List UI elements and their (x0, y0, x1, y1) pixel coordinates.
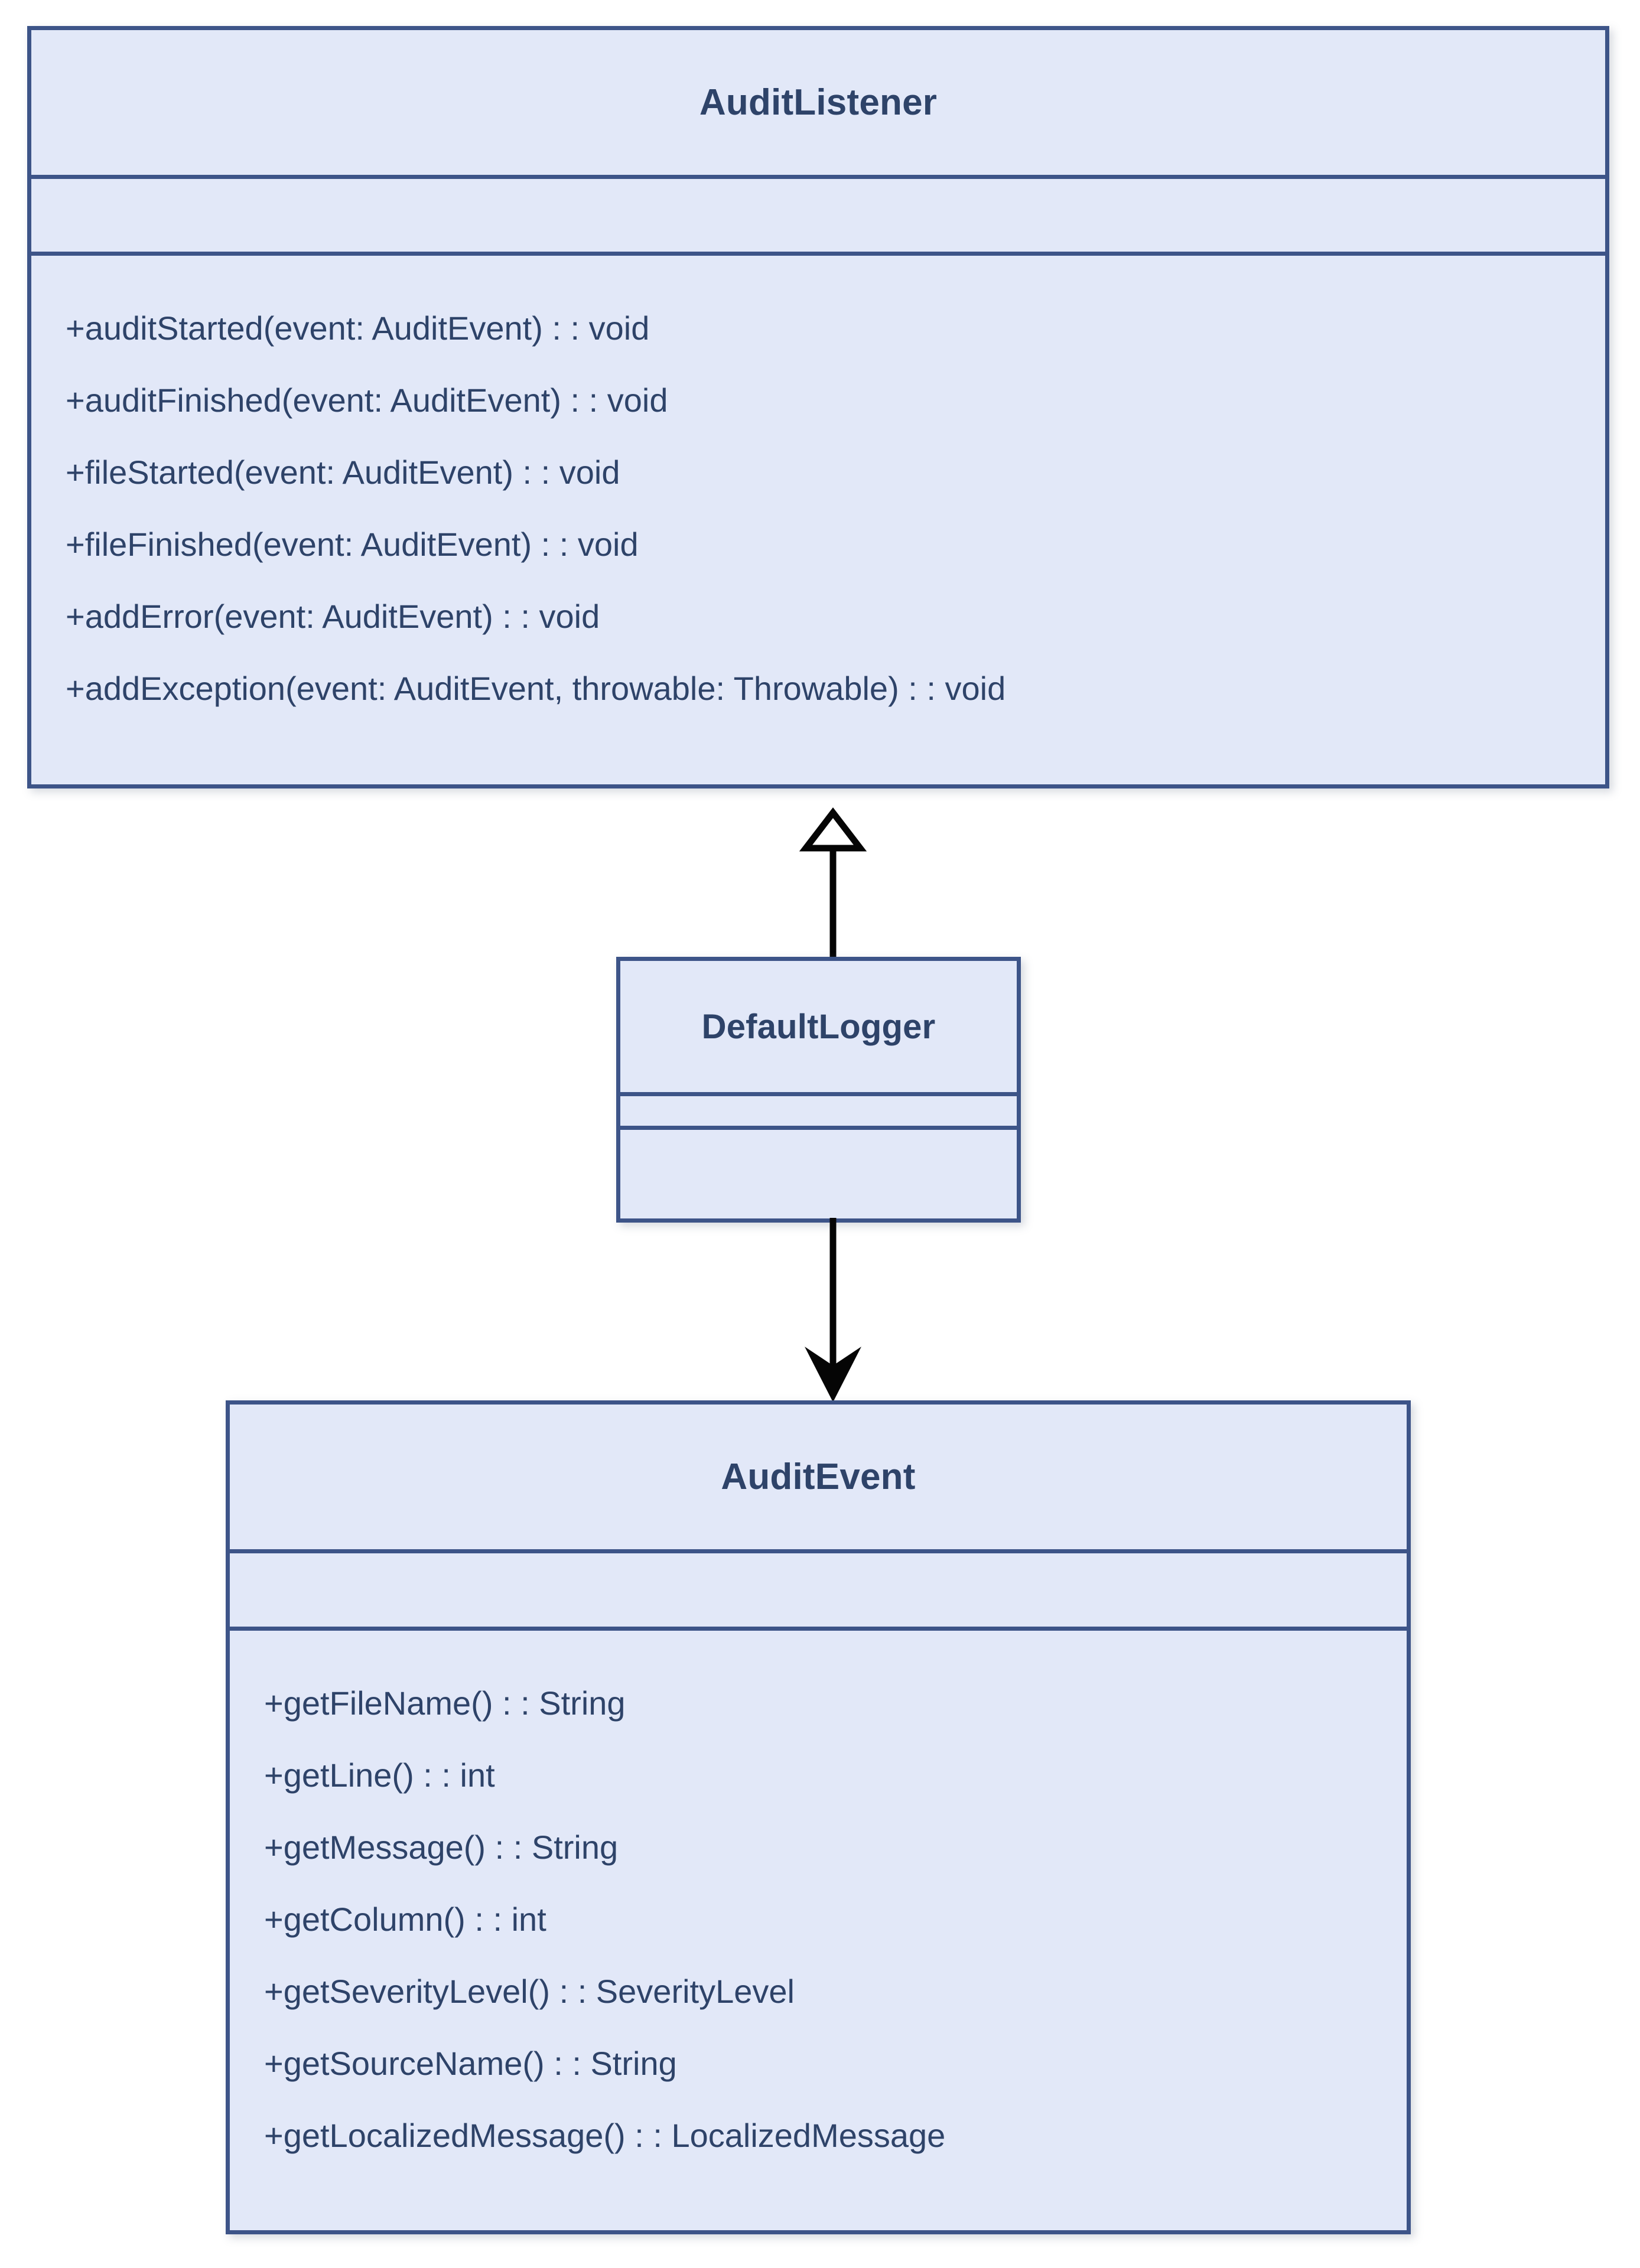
class-box-auditlistener[interactable]: AuditListener +auditStarted(event: Audit… (27, 26, 1609, 788)
class-attributes-compartment-defaultlogger (620, 1096, 1017, 1130)
method-row: +fileStarted(event: AuditEvent) : : void (66, 454, 620, 491)
class-title-defaultlogger: DefaultLogger (620, 961, 1017, 1096)
class-methods-compartment-auditlistener: +auditStarted(event: AuditEvent) : : voi… (31, 256, 1605, 784)
class-attributes-compartment-auditevent (230, 1553, 1407, 1631)
method-row: +getColumn() : : int (264, 1901, 546, 1938)
class-box-defaultlogger[interactable]: DefaultLogger (616, 957, 1021, 1223)
hollow-triangle-arrowhead-icon (799, 807, 867, 852)
method-row: +getSeverityLevel() : : SeverityLevel (264, 1973, 795, 2010)
method-row: +getLine() : : int (264, 1757, 495, 1794)
class-title-auditlistener: AuditListener (31, 30, 1605, 179)
method-row: +getSourceName() : : String (264, 2045, 677, 2082)
method-row: +fileFinished(event: AuditEvent) : : voi… (66, 526, 639, 563)
class-title-auditevent: AuditEvent (230, 1405, 1407, 1553)
connector-generalization-defaultlogger-to-auditlistener (799, 807, 867, 962)
solid-arrowhead-icon (805, 1347, 861, 1402)
class-methods-compartment-auditevent: +getFileName() : : String +getLine() : :… (230, 1631, 1407, 2230)
connector-dependency-defaultlogger-to-auditevent (805, 1218, 861, 1402)
method-row: +auditFinished(event: AuditEvent) : : vo… (66, 382, 668, 419)
method-row: +addException(event: AuditEvent, throwab… (66, 670, 1006, 707)
method-row: +getMessage() : : String (264, 1829, 619, 1866)
method-row: +addError(event: AuditEvent) : : void (66, 598, 600, 635)
class-methods-compartment-defaultlogger (620, 1130, 1017, 1218)
method-row: +getLocalizedMessage() : : LocalizedMess… (264, 2117, 946, 2154)
method-row: +getFileName() : : String (264, 1684, 626, 1722)
class-box-auditevent[interactable]: AuditEvent +getFileName() : : String +ge… (226, 1400, 1411, 2234)
class-attributes-compartment-auditlistener (31, 179, 1605, 256)
method-row: +auditStarted(event: AuditEvent) : : voi… (66, 309, 650, 347)
